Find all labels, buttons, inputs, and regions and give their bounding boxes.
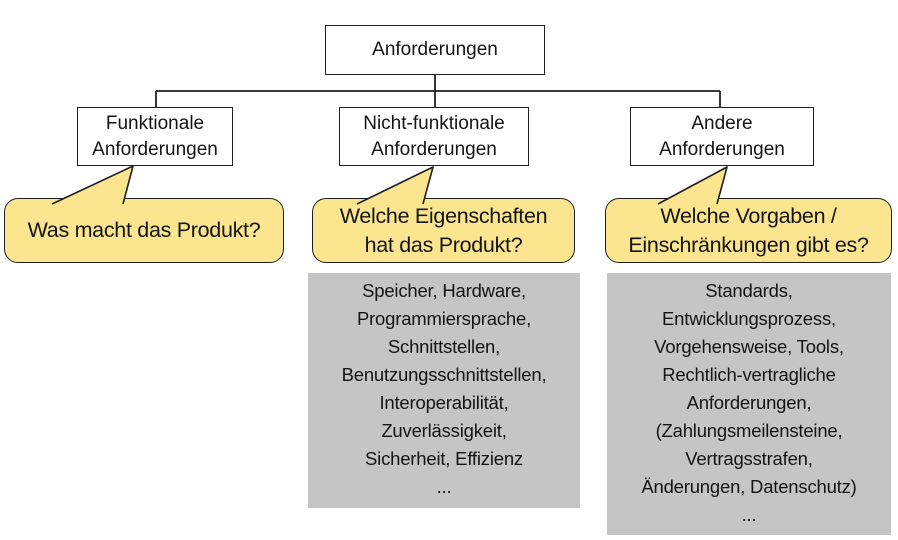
callout-welche-eigenschaften: Welche Eigenschaften hat das Produkt?: [312, 198, 575, 263]
node-anforderungen: Anforderungen: [325, 25, 545, 75]
callout-2-text: Welche Eigenschaften hat das Produkt?: [339, 203, 548, 257]
node-anforderungen-label: Anforderungen: [372, 39, 498, 60]
node-andere-label: Andere Anforderungen: [659, 112, 785, 160]
node-funktionale-anforderungen: Funktionale Anforderungen: [77, 107, 233, 166]
node-andere-anforderungen: Andere Anforderungen: [630, 107, 814, 166]
node-nicht-funktionale-label: Nicht-funktionale Anforderungen: [363, 112, 505, 160]
callout-3-text: Welche Vorgaben / Einschränkungen gibt e…: [628, 203, 869, 257]
callout-1-text: Was macht das Produkt?: [27, 218, 261, 242]
details-nicht-funktionale: Speicher, Hardware, Programmiersprache, …: [308, 273, 580, 508]
details-andere: Standards, Entwicklungsprozess, Vorgehen…: [607, 273, 891, 535]
node-nicht-funktionale-anforderungen: Nicht-funktionale Anforderungen: [339, 107, 529, 166]
node-funktionale-label: Funktionale Anforderungen: [92, 112, 218, 160]
callout-welche-vorgaben: Welche Vorgaben / Einschränkungen gibt e…: [605, 198, 892, 263]
callout-was-macht-das-produkt: Was macht das Produkt?: [4, 198, 284, 263]
